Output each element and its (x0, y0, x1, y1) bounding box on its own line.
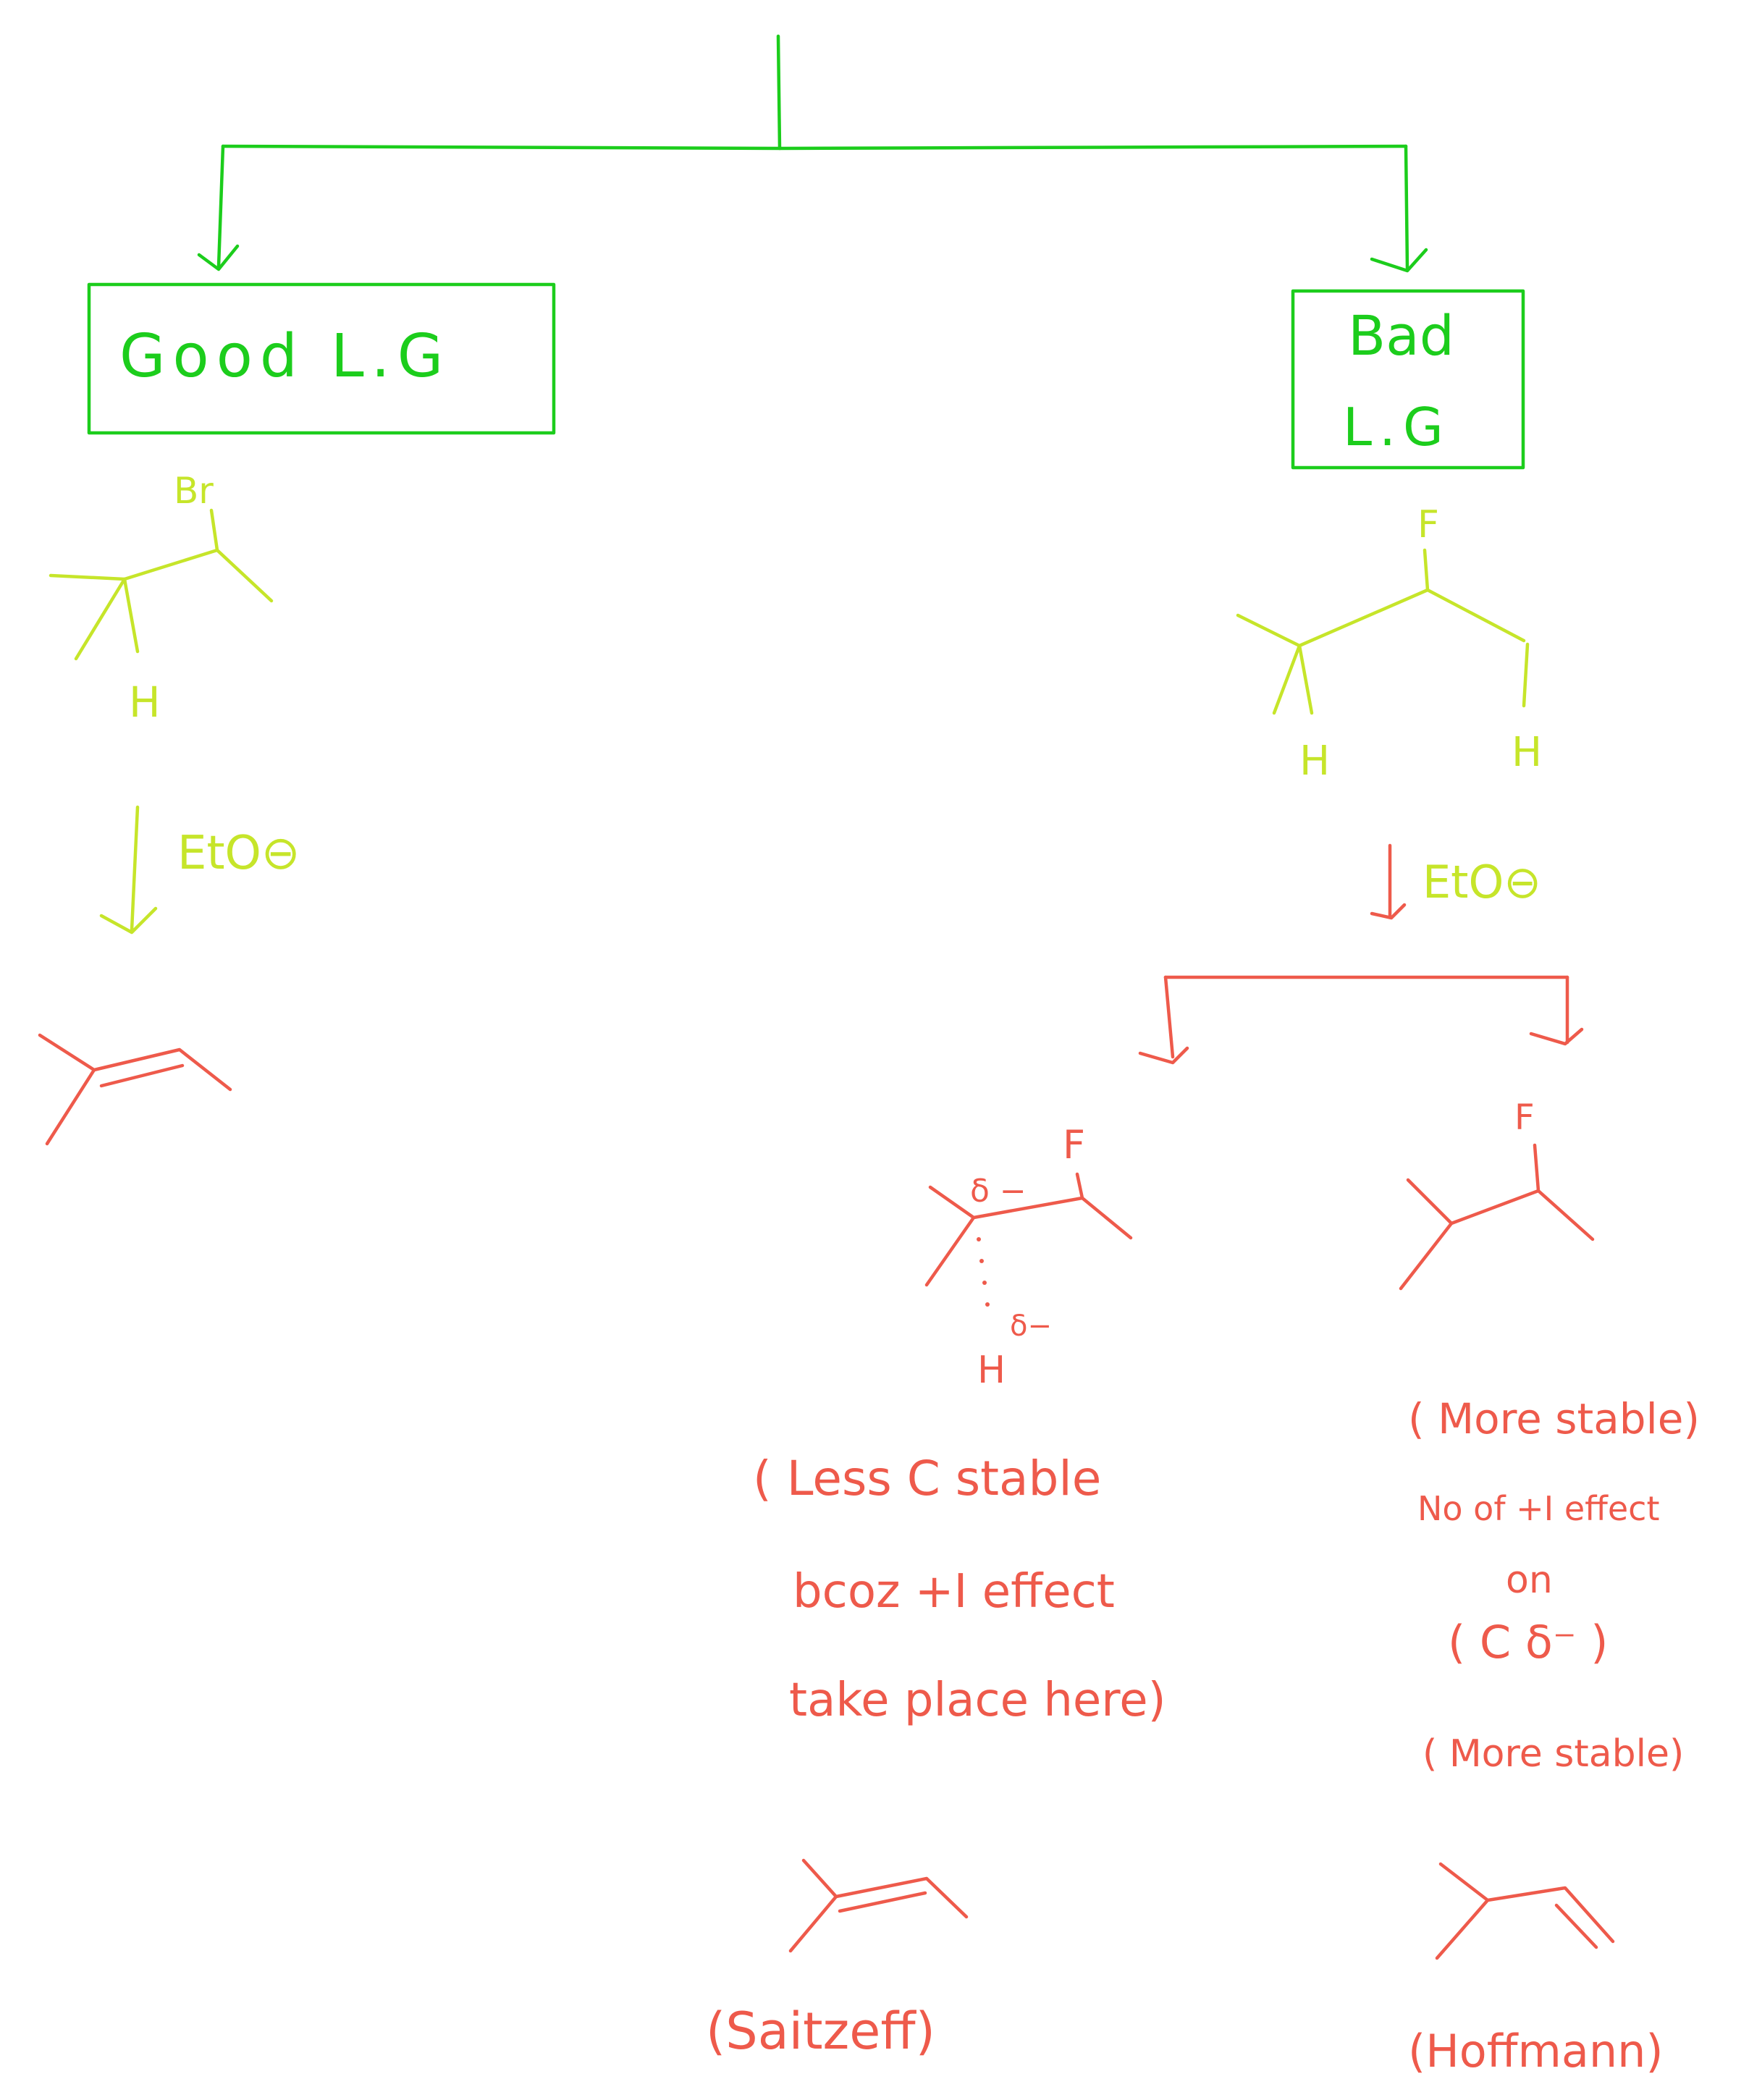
split-connector (1138, 975, 1584, 1065)
note-right-line4: ( C δ⁻ ) (1448, 1616, 1608, 1669)
carbanion-intermediate-left: F δ − H δ− (924, 1122, 1133, 1392)
note-right-line5: ( More stable) (1423, 1732, 1684, 1776)
bad-leaving-group-box: Bad L.G (1291, 289, 1525, 470)
bad-leaving-group-label-line2: L.G (1343, 397, 1451, 457)
right-reaction-arrow: EtO⊖ (1370, 843, 1541, 920)
partial-bond-dots (977, 1237, 990, 1307)
hydrogen-label-carbanion: H (977, 1349, 1006, 1392)
hydrogen-label-left: H (129, 678, 161, 727)
right-reagent-label: EtO⊖ (1423, 856, 1541, 908)
note-right-line2: No of +I effect (1417, 1489, 1660, 1528)
fluorine-label-carbanion-left: F (1063, 1122, 1085, 1168)
fluorine-label: F (1417, 503, 1439, 547)
bromine-label: Br (174, 470, 214, 512)
carbanion-left-note: ( Less C stable bcoz +I effect take plac… (753, 1451, 1166, 1727)
note-left-line3: take place here) (789, 1674, 1166, 1727)
hydrogen-label-right-1: H (1299, 738, 1330, 785)
carbanion-intermediate-right: F (1399, 1097, 1595, 1291)
left-reagent-label: EtO⊖ (177, 827, 300, 880)
bad-leaving-group-label-line1: Bad (1348, 303, 1454, 368)
left-reaction-arrow: EtO⊖ (99, 805, 300, 935)
right-substrate-fluoride: F H H (1236, 503, 1542, 785)
fluorine-label-carbanion-right: F (1514, 1097, 1535, 1138)
note-right-line3: on (1506, 1559, 1553, 1602)
note-left-line1: ( Less C stable (753, 1451, 1101, 1506)
left-substrate-bromide: Br H (49, 470, 274, 727)
left-product-alkene (38, 1033, 232, 1146)
hofmann-product-alkene (1435, 1862, 1615, 1960)
hydrogen-label-right-2: H (1512, 729, 1542, 776)
note-left-line2: bcoz +I effect (793, 1565, 1115, 1619)
good-leaving-group-label: Good L.G (119, 322, 450, 391)
good-leaving-group-box: Good L.G (87, 282, 556, 435)
saytzeff-product-alkene (788, 1858, 969, 1953)
carbanion-right-note: ( More stable) No of +I effect on ( C δ⁻… (1408, 1394, 1700, 1776)
delta-minus-hydrogen-label: δ− (1010, 1310, 1052, 1343)
note-right-line1: ( More stable) (1408, 1394, 1700, 1443)
hofmann-label: (Hoffmann) (1408, 2025, 1664, 2078)
saytzeff-label: (Saitzeff) (706, 2002, 935, 2061)
delta-minus-carbon-label: δ − (970, 1173, 1027, 1210)
top-branch-connector (197, 34, 1428, 273)
